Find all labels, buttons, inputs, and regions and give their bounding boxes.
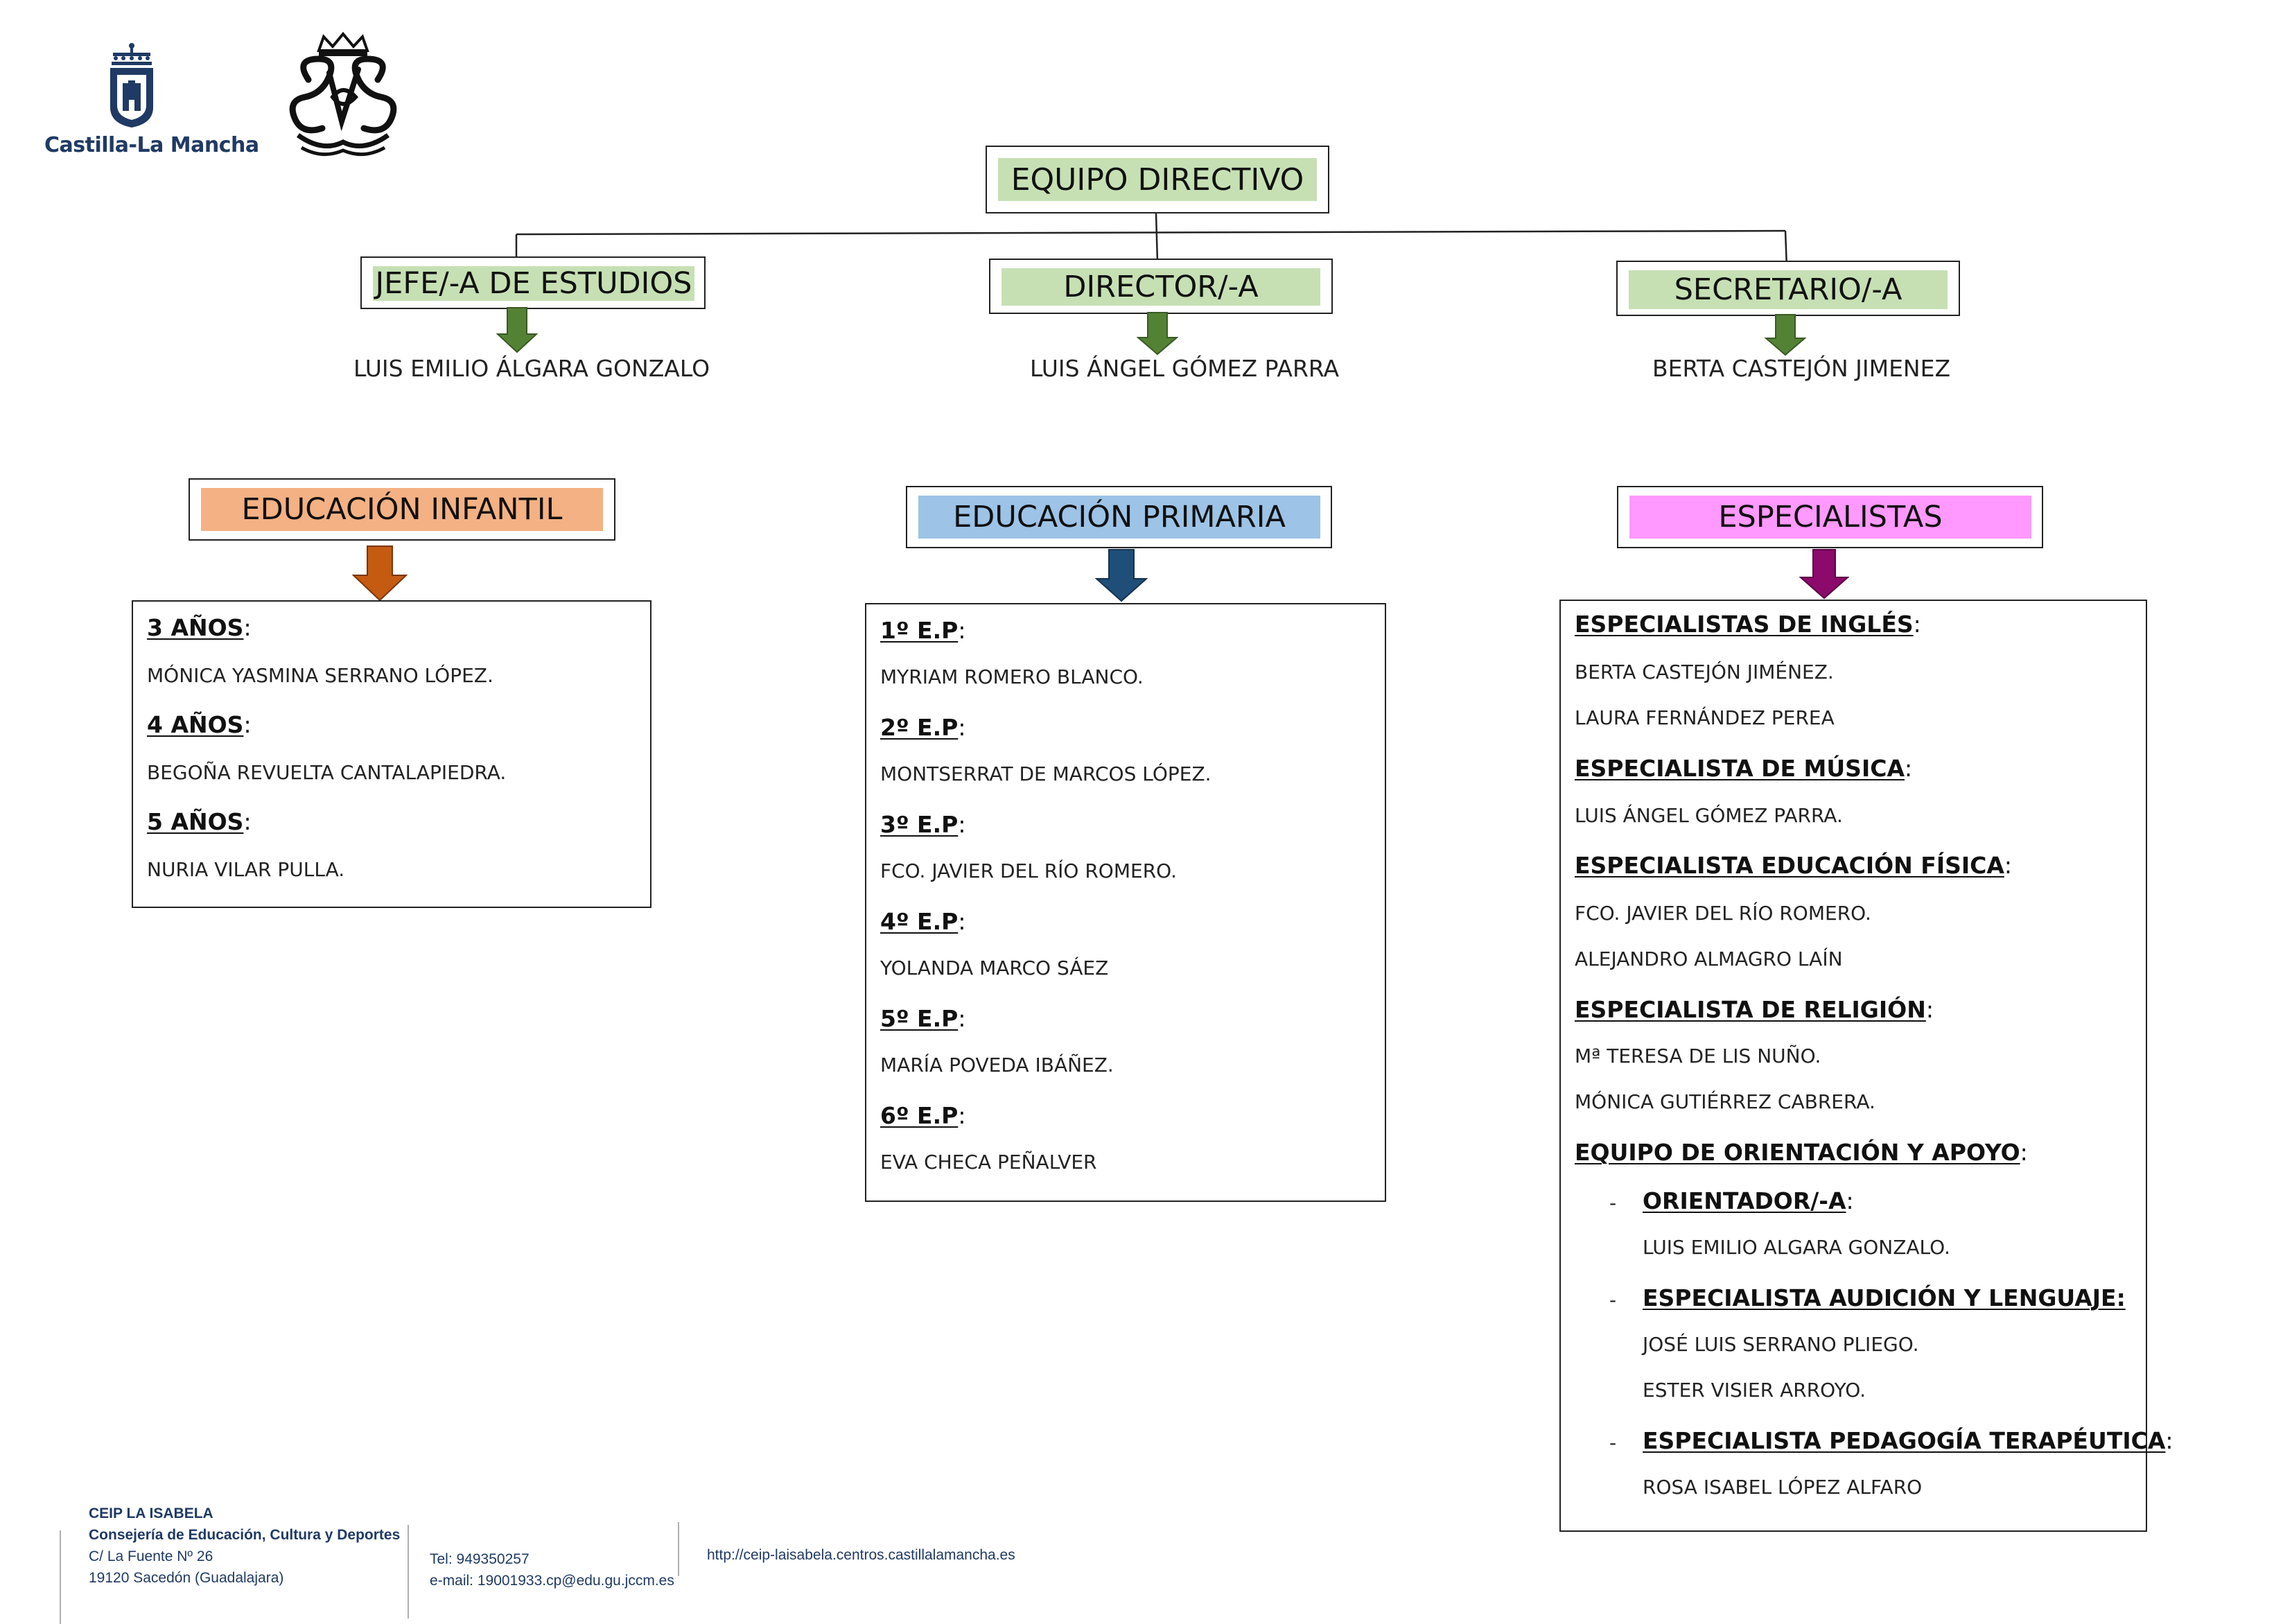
group-label: 5 AÑOS:	[147, 808, 252, 835]
list-item: YOLANDA MARCO SÁEZ	[880, 957, 1109, 979]
group-label: ESPECIALISTA DE RELIGIÓN:	[1575, 996, 1934, 1023]
footer-contact-block: Tel: 949350257 e-mail: 19001933.cp@edu.g…	[430, 1548, 674, 1591]
group-label: 5º E.P:	[880, 1005, 966, 1032]
subgroup-label: ESPECIALISTA PEDAGOGÍA TERAPÉUTICA:	[1643, 1427, 2173, 1454]
bullet-dash: -	[1609, 1289, 1617, 1311]
list-item: LAURA FERNÁNDEZ PEREA	[1575, 706, 1835, 729]
role-box-secretario: SECRETARIO/-A	[1616, 261, 1960, 316]
section-title-primaria: EDUCACIÓN PRIMARIA	[918, 496, 1320, 539]
group-label: 3 AÑOS:	[147, 614, 252, 641]
group-label: 2º E.P:	[880, 714, 966, 741]
group-label: 1º E.P:	[880, 617, 966, 644]
group-label: ESPECIALISTAS DE INGLÉS:	[1575, 611, 1921, 638]
group-label: 4 AÑOS:	[147, 711, 252, 738]
list-item: FCO. JAVIER DEL RÍO ROMERO.	[1575, 902, 1871, 925]
role-box-director: DIRECTOR/-A	[989, 259, 1333, 314]
section-title-especialistas: ESPECIALISTAS	[1629, 496, 2031, 539]
section-box-especialistas: ESPECIALISTAS	[1617, 486, 2043, 548]
section-box-infantil: EDUCACIÓN INFANTIL	[189, 478, 615, 541]
person-secretario: BERTA CASTEJÓN JIMENEZ	[1652, 355, 1951, 382]
list-item: LUIS ÁNGEL GÓMEZ PARRA.	[1575, 804, 1843, 827]
list-item: MÓNICA YASMINA SERRANO LÓPEZ.	[147, 664, 493, 687]
castle-crown-icon	[110, 43, 153, 128]
list-item: JOSÉ LUIS SERRANO PLIEGO.	[1643, 1333, 1919, 1356]
subgroup-label: ORIENTADOR/-A:	[1643, 1187, 1854, 1214]
footer-address: C/ La Fuente Nº 26	[89, 1548, 213, 1564]
list-item: NURIA VILAR PULLA.	[147, 858, 345, 881]
footer-address-block: CEIP LA ISABELA Consejería de Educación,…	[89, 1503, 400, 1589]
list-item: MÓNICA GUTIÉRREZ CABRERA.	[1575, 1090, 1875, 1113]
list-item: Mª TERESA DE LIS NUÑO.	[1575, 1045, 1821, 1067]
list-item: BEGOÑA REVUELTA CANTALAPIEDRA.	[147, 761, 507, 784]
castilla-la-mancha-logo: Castilla-La Mancha	[42, 42, 259, 166]
list-item: ALEJANDRO ALMAGRO LAÍN	[1575, 948, 1843, 970]
role-box-jefe: JEFE/-A DE ESTUDIOS	[360, 256, 706, 309]
group-label: 4º E.P:	[880, 908, 966, 935]
school-crest-logo	[281, 31, 405, 163]
list-item: MARÍA POVEDA IBÁÑEZ.	[880, 1054, 1114, 1076]
footer-divider	[60, 1530, 61, 1624]
arrow-down-icon	[496, 307, 538, 353]
subgroup-label: ESPECIALISTA AUDICIÓN Y LENGUAJE:	[1643, 1284, 2126, 1311]
list-item: ESTER VISIER ARROYO.	[1643, 1379, 1866, 1402]
group-label: ESPECIALISTA DE MÚSICA:	[1575, 755, 1913, 782]
footer-tel: Tel: 949350257	[430, 1551, 530, 1567]
role-title-director: DIRECTOR/-A	[1001, 268, 1320, 306]
equipo-directivo-box: EQUIPO DIRECTIVO	[986, 146, 1329, 213]
section-title-infantil: EDUCACIÓN INFANTIL	[201, 488, 603, 531]
especialistas-panel: ESPECIALISTAS DE INGLÉS: BERTA CASTEJÓN …	[1559, 600, 2173, 1532]
list-item: FCO. JAVIER DEL RÍO ROMERO.	[880, 859, 1177, 882]
group-label: 6º E.P:	[880, 1102, 966, 1129]
bullet-dash: -	[1609, 1191, 1617, 1214]
footer-email[interactable]: e-mail: 19001933.cp@edu.gu.jccm.es	[430, 1573, 674, 1589]
arrow-down-icon	[1765, 314, 1806, 356]
bullet-dash: -	[1609, 1431, 1617, 1454]
person-director: LUIS ÁNGEL GÓMEZ PARRA	[1030, 355, 1340, 382]
role-title-jefe: JEFE/-A DE ESTUDIOS	[373, 266, 694, 301]
footer-divider	[408, 1525, 409, 1618]
list-item: EVA CHECA PEÑALVER	[880, 1151, 1097, 1173]
footer-divider	[678, 1522, 679, 1576]
group-label: EQUIPO DE ORIENTACIÓN Y APOYO:	[1575, 1139, 2028, 1166]
footer-city: 19120 Sacedón (Guadalajara)	[89, 1570, 284, 1586]
arrow-down-icon	[1137, 312, 1178, 356]
list-item: ROSA ISABEL LÓPEZ ALFARO	[1643, 1476, 1923, 1499]
equipo-directivo-title: EQUIPO DIRECTIVO	[998, 158, 1317, 201]
footer-school: CEIP LA ISABELA	[89, 1505, 213, 1521]
person-jefe: LUIS EMILIO ÁLGARA GONZALO	[353, 355, 710, 382]
primaria-panel: 1º E.P: MYRIAM ROMERO BLANCO. 2º E.P: MO…	[865, 603, 1386, 1202]
group-label: 3º E.P:	[880, 811, 966, 838]
infantil-panel: 3 AÑOS: MÓNICA YASMINA SERRANO LÓPEZ. 4 …	[132, 600, 651, 908]
section-box-primaria: EDUCACIÓN PRIMARIA	[906, 486, 1332, 548]
list-item: BERTA CASTEJÓN JIMÉNEZ.	[1575, 661, 1834, 683]
crest-icon	[289, 31, 397, 157]
group-label: ESPECIALISTA EDUCACIÓN FÍSICA:	[1575, 852, 2013, 879]
footer-department: Consejería de Educación, Cultura y Depor…	[89, 1527, 401, 1543]
list-item: LUIS EMILIO ALGARA GONZALO.	[1643, 1236, 1950, 1259]
region-name: Castilla-La Mancha	[44, 133, 259, 157]
arrow-down-icon	[1799, 549, 1849, 600]
arrow-down-icon	[352, 545, 408, 602]
list-item: MYRIAM ROMERO BLANCO.	[880, 665, 1144, 688]
arrow-down-icon	[1095, 549, 1148, 602]
footer-web[interactable]: http://ceip-laisabela.centros.castillala…	[707, 1547, 1015, 1563]
list-item: MONTSERRAT DE MARCOS LÓPEZ.	[880, 762, 1211, 785]
role-title-secretario: SECRETARIO/-A	[1629, 270, 1948, 309]
